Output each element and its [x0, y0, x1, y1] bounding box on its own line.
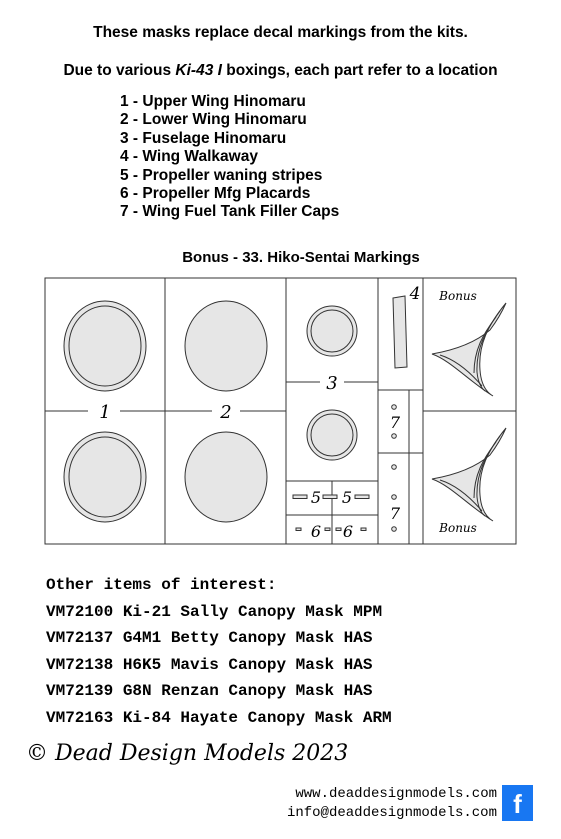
part-number-1: 1	[99, 402, 110, 423]
part-number-7a: 7	[390, 413, 401, 432]
part-number-3: 3	[326, 373, 337, 394]
copyright-notice: © Dead Design Models 2023	[26, 741, 349, 766]
legend-item: 3 - Fuselage Hinomaru	[120, 129, 287, 147]
upper-wing-hinomaru-top	[63, 300, 147, 392]
product-item: VM72139 G8N Renzan Canopy Mask HAS	[46, 682, 373, 701]
legend-item: 4 - Wing Walkaway	[120, 148, 258, 166]
bonus-label-bottom: Bonus	[438, 521, 477, 535]
fuel-filler-caps	[391, 404, 397, 532]
bonus-label-top: Bonus	[438, 289, 477, 303]
wing-walkway-strip	[392, 295, 408, 369]
fuselage-hinomaru-bottom	[306, 409, 358, 461]
sheet-grid	[45, 278, 516, 544]
product-item: VM72138 H6K5 Mavis Canopy Mask HAS	[46, 655, 373, 674]
fuselage-hinomaru-top	[306, 305, 358, 357]
intro-line-1: These masks replace decal markings from …	[93, 24, 468, 41]
propeller-placards	[295, 527, 367, 531]
part-number-6b: 6	[343, 522, 353, 541]
intro-line-2-start: Due to various	[63, 62, 176, 79]
part-number-7b: 7	[390, 504, 401, 523]
sentai-marking-top	[431, 302, 507, 397]
kit-name: Ki-43 I	[175, 62, 222, 79]
legend-item: 7 - Wing Fuel Tank Filler Caps	[120, 203, 340, 221]
part-number-2: 2	[219, 402, 231, 423]
facebook-icon[interactable]: f	[502, 785, 533, 821]
part-number-5b: 5	[342, 488, 352, 507]
legend-item: 5 - Propeller waning stripes	[120, 166, 323, 184]
mask-sheet-diagram: 1 2 3 4 5 5 6 6 7 7 Bonus Bonus	[44, 277, 517, 545]
legend-item: 1 - Upper Wing Hinomaru	[120, 93, 306, 110]
legend-item: 2 - Lower Wing Hinomaru	[120, 111, 307, 129]
upper-wing-hinomaru-bottom	[63, 431, 147, 523]
legend-item: 6 - Propeller Mfg Placards	[120, 185, 311, 203]
intro-line-2: Due to various Ki-43 I boxings, each par…	[0, 62, 561, 80]
bonus-title: Bonus - 33. Hiko-Sentai Markings	[182, 249, 420, 266]
intro-line-2-end: boxings, each part refer to a location	[221, 62, 498, 79]
part-number-4: 4	[409, 284, 421, 304]
email-link[interactable]: info@deaddesignmodels.com	[286, 805, 497, 821]
other-items-list: Other items of interest: VM72100 Ki-21 Sa…	[46, 572, 392, 732]
product-item: VM72137 G4M1 Betty Canopy Mask HAS	[46, 629, 373, 648]
product-item: VM72100 Ki-21 Sally Canopy Mask MPM	[46, 602, 383, 621]
other-items-heading: Other items of interest:	[46, 576, 277, 594]
part-number-6a: 6	[311, 522, 321, 541]
product-item: VM72163 Ki-84 Hayate Canopy Mask ARM	[46, 708, 392, 727]
lower-wing-hinomaru-top	[184, 300, 268, 392]
lower-wing-hinomaru-bottom	[184, 431, 268, 523]
part-number-5a: 5	[311, 488, 321, 507]
website-link[interactable]: www.deaddesignmodels.com	[295, 786, 497, 802]
location-legend: 1 - Upper Wing Hinomaru 2 - Lower Wing H…	[120, 93, 339, 222]
sentai-marking-bottom	[431, 427, 507, 522]
propeller-stripes	[292, 494, 370, 499]
